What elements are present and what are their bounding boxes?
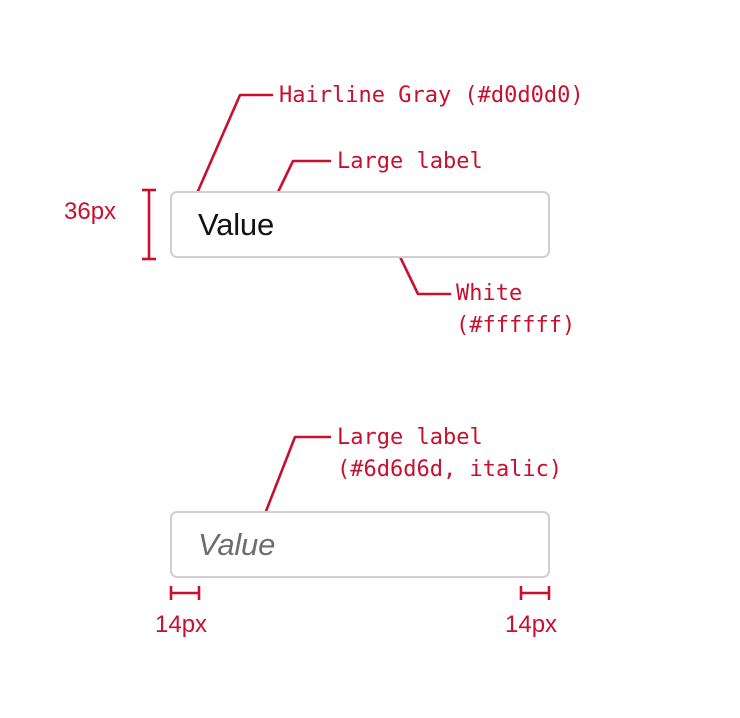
dimension-label-padding-left: 14px [155, 611, 208, 638]
filled-field-value: Value [198, 207, 274, 242]
height-dimension-bracket [142, 188, 156, 261]
annotation-large-label-bottom-line1: Large label [337, 425, 483, 450]
dimension-label-padding-right: 14px [505, 611, 558, 638]
placeholder-text-field[interactable]: Value [170, 511, 550, 578]
annotation-large-label-top: Large label [337, 149, 483, 174]
annotation-hairline-gray: Hairline Gray (#d0d0d0) [279, 83, 584, 108]
annotation-placeholder-style-note: (#6d6d6d, italic) [337, 457, 563, 482]
annotation-white-fill: White (#ffffff) [456, 278, 575, 342]
annotation-white-fill-line1: White [456, 281, 523, 306]
placeholder-field-value: Value [198, 527, 276, 562]
dimension-label-height: 36px [64, 198, 117, 225]
padding-left-dimension-bracket [169, 586, 201, 600]
annotation-large-label-bottom: Large label (#6d6d6d, italic) [337, 422, 562, 486]
padding-right-dimension-bracket [519, 586, 551, 600]
leader-line-hairline [196, 93, 274, 193]
filled-text-field[interactable]: Value [170, 191, 550, 258]
annotation-white-fill-line2: (#ffffff) [456, 313, 576, 338]
